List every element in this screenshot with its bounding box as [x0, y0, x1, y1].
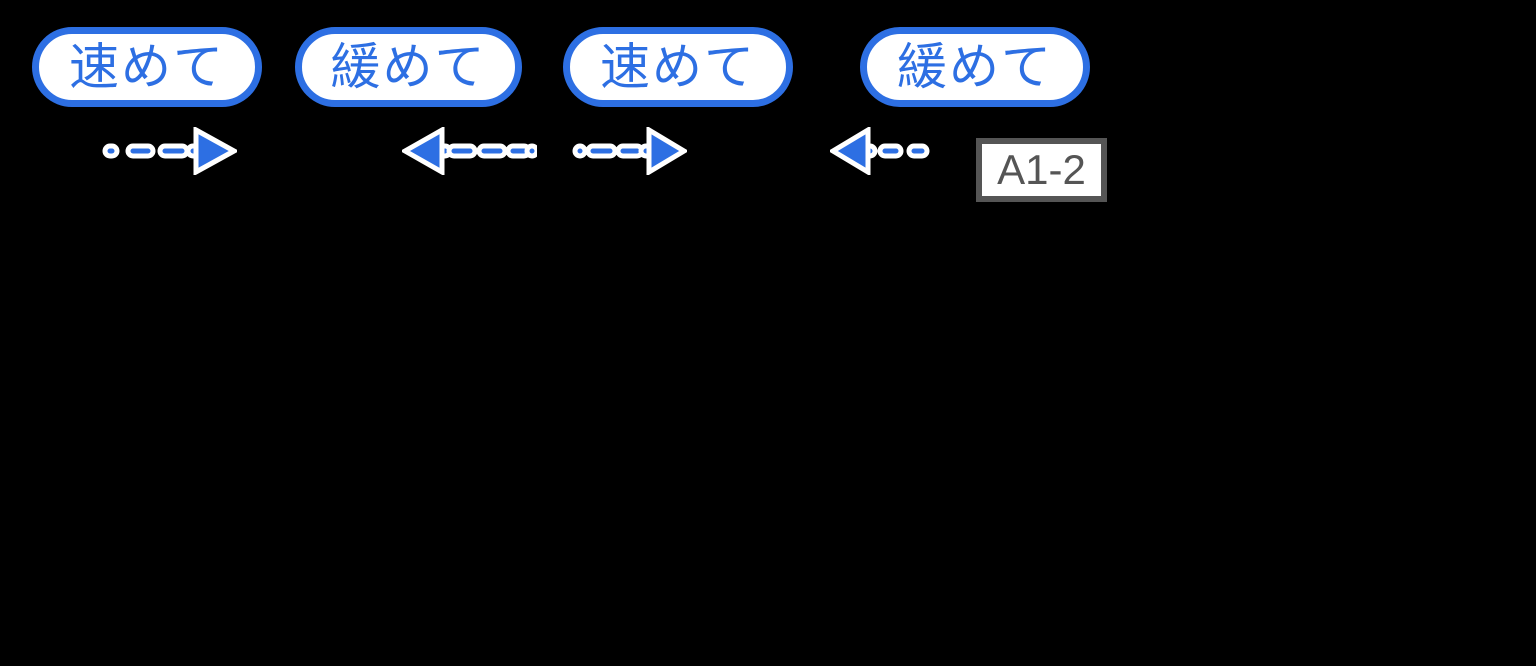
- step-pill-label: 速めて: [600, 39, 756, 95]
- step-pill-speed-up-2: 速めて: [563, 27, 793, 107]
- dashed-arrow-left-icon: [830, 127, 930, 175]
- dashed-arrow-right-icon: [102, 127, 237, 175]
- dashed-arrow-left-icon: [402, 127, 537, 175]
- dashed-arrow-right-icon: [572, 127, 687, 175]
- figure-label-badge: A1-2: [976, 138, 1107, 202]
- step-pill-slow-down-2: 緩めて: [860, 27, 1090, 107]
- step-pill-speed-up-1: 速めて: [32, 27, 262, 107]
- step-pill-slow-down-1: 緩めて: [295, 27, 522, 107]
- step-pill-label: 緩めて: [330, 39, 487, 95]
- figure-label-text: A1-2: [997, 146, 1086, 193]
- step-pill-label: 速めて: [69, 39, 225, 95]
- step-pill-label: 緩めて: [897, 39, 1053, 95]
